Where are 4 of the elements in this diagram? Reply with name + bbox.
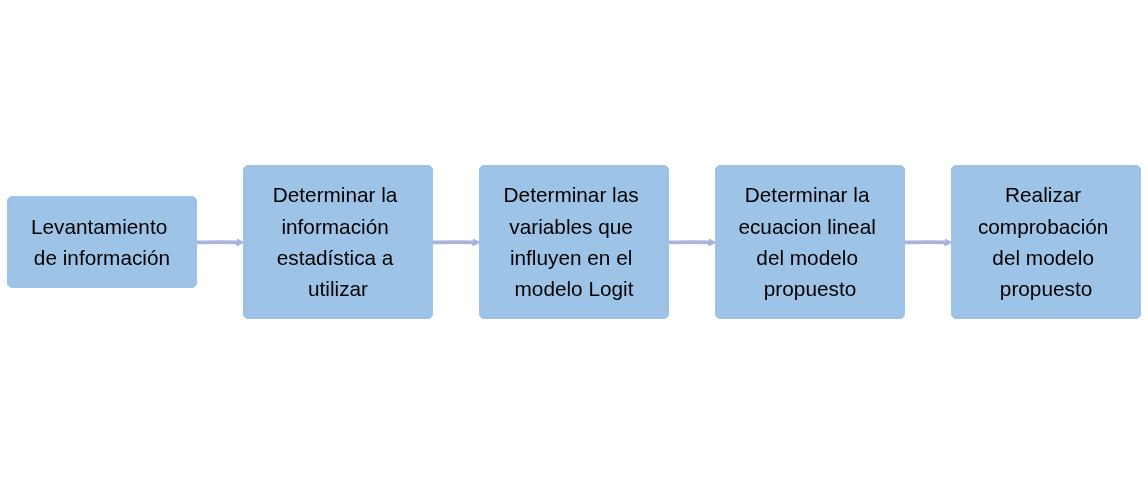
arrow <box>668 238 717 247</box>
arrow <box>904 238 953 247</box>
arrow <box>432 238 481 247</box>
arrow <box>196 238 245 247</box>
